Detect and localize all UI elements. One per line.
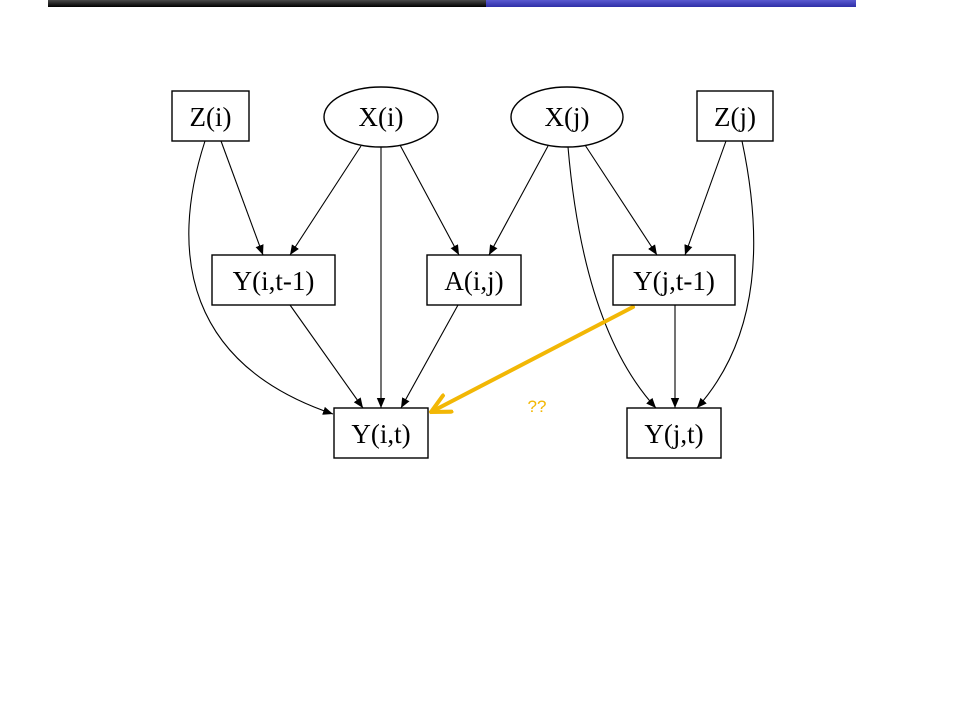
header-bar-left — [48, 0, 486, 7]
node-z-i: Z(i) — [171, 90, 250, 142]
annotation-arrow — [431, 305, 635, 412]
edge-yit1-to-yit — [289, 304, 364, 409]
node-y-i-t: Y(i,t) — [333, 407, 429, 459]
node-x-i: X(i) — [323, 86, 439, 148]
node-y-j-t-minus-1-label: Y(j,t-1) — [633, 266, 715, 296]
node-y-j-t: Y(j,t) — [626, 407, 722, 459]
edge-zj-to-yjt1 — [684, 140, 727, 256]
edge-zj-to-yjt — [696, 140, 755, 409]
node-y-j-t-minus-1: Y(j,t-1) — [612, 254, 736, 306]
annotation-label: ?? — [528, 397, 547, 416]
node-a-i-j-label: A(i,j) — [444, 266, 503, 296]
node-y-i-t-label: Y(i,t) — [351, 419, 410, 449]
edge-xj-to-aij — [488, 145, 549, 256]
node-z-j: Z(j) — [696, 90, 774, 142]
header-bar-right — [486, 0, 856, 7]
edge-xi-to-aij — [399, 144, 460, 256]
edge-xj-to-yjt1 — [584, 144, 658, 256]
node-y-i-t-minus-1-label: Y(i,t-1) — [233, 266, 315, 296]
node-z-i-label: Z(i) — [190, 102, 232, 132]
edge-zi-to-yit1 — [220, 140, 264, 256]
node-a-i-j: A(i,j) — [426, 254, 522, 306]
node-x-j: X(j) — [510, 86, 624, 148]
edge-zi-to-yit — [188, 140, 334, 415]
edge-xj-to-yjt — [567, 146, 657, 409]
edge-xi-to-yit1 — [289, 145, 362, 256]
node-z-j-label: Z(j) — [714, 102, 756, 132]
edge-aij-to-yit — [400, 304, 459, 409]
node-x-i-label: X(i) — [359, 102, 404, 132]
node-y-i-t-minus-1: Y(i,t-1) — [211, 254, 336, 306]
node-y-j-t-label: Y(j,t) — [644, 419, 703, 449]
node-x-j-label: X(j) — [545, 102, 590, 132]
